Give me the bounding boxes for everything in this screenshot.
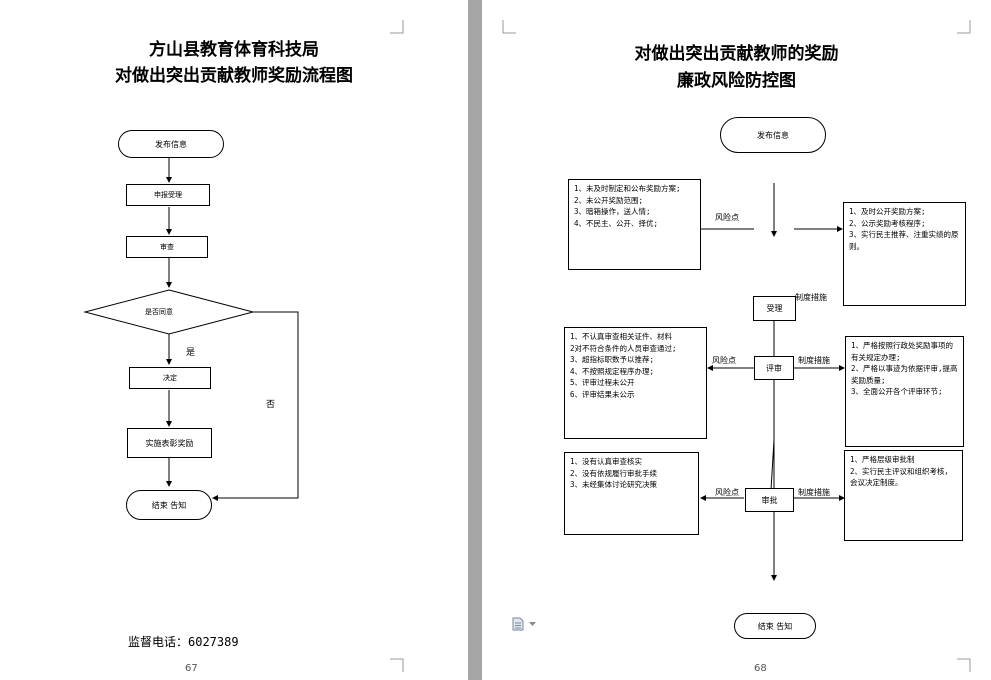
measure-box-1-line: 1、及时公开奖励方案; — [849, 207, 926, 216]
right-end-node: 结束 告知 — [734, 613, 816, 639]
left-step-decide: 决定 — [129, 367, 211, 389]
measure-box-2-line: 1、严格按照行政处奖励事项的有关规定办理; — [851, 341, 954, 362]
right-title-line2: 廉政风险防控图 — [677, 71, 796, 91]
left-title-line2: 对做出突出贡献教师奖励流程图 — [115, 66, 353, 86]
right-step-accept: 受理 — [753, 296, 796, 321]
chevron-down-icon[interactable] — [529, 622, 536, 627]
right-title-line1: 对做出突出贡献教师的奖励 — [634, 44, 839, 64]
left-document-page: 方山县教育体育科技局 对做出突出贡献教师奖励流程图 发布信息 申报受理 审查 是… — [0, 0, 468, 680]
right-document-page: 对做出突出贡献教师的奖励 廉政风险防控图 发布信息 受理 评审 审批 结束 告知… — [482, 0, 991, 680]
risk-box-3-line: 1、没有认真审查核实 — [570, 457, 643, 466]
left-page-number: 67 — [185, 663, 198, 674]
left-decision-label: 是否同意 — [145, 308, 173, 316]
measure-box-3: 1、严格层级审批制 2、实行民主评议和组织考核，会议决定制度。 — [844, 450, 963, 541]
risk-box-2-line: 3、超指标职数予以推荐; — [570, 355, 655, 364]
left-step-implement: 实施表彰奖励 — [127, 428, 212, 458]
corner-mark-icon — [502, 20, 516, 34]
risk-point-label-2: 风险点 — [712, 356, 736, 365]
risk-box-1-line: 3、暗箱操作，送人情; — [574, 207, 651, 216]
corner-mark-icon — [957, 658, 971, 672]
risk-box-3: 1、没有认真审查核实 2、没有依规履行审批手续 3、未经集体讨论研究决策 — [564, 452, 699, 535]
risk-box-2-line: 5、评审过程未公开 — [570, 378, 635, 387]
risk-box-2-line: 6、评审结果未公示 — [570, 389, 635, 399]
control-measure-label-3: 制度措施 — [798, 488, 830, 497]
risk-box-3-line: 2、没有依规履行审批手续 — [570, 468, 658, 478]
document-icon[interactable] — [512, 617, 524, 631]
right-start-node: 发布信息 — [720, 117, 826, 153]
left-title-line1: 方山县教育体育科技局 — [149, 40, 319, 60]
corner-mark-icon — [390, 20, 404, 34]
left-end-node: 结束 告知 — [126, 490, 212, 520]
risk-box-1: 1、未及时制定和公布奖励方案; 2、未公开奖励范围; 3、暗箱操作，送人情; 4… — [568, 179, 701, 270]
risk-box-2-line: 4、不按照规定程序办理; — [570, 366, 655, 376]
risk-point-label-1: 风险点 — [715, 213, 739, 222]
risk-box-3-line: 3、未经集体讨论研究决策 — [570, 480, 658, 489]
left-flow-connectors — [83, 158, 299, 501]
risk-point-label-3: 风险点 — [715, 488, 739, 497]
right-step-review: 评审 — [754, 356, 794, 380]
risk-box-1-line: 1、未及时制定和公布奖励方案; — [574, 184, 681, 193]
corner-mark-icon — [957, 20, 971, 34]
risk-box-2: 1、不认真审查相关证件、材料 2对不符合条件的人员审查通过; 3、超指标职数予以… — [564, 327, 707, 439]
risk-box-2-line: 1、不认真审查相关证件、材料 — [570, 332, 673, 341]
right-step-approve: 审批 — [745, 488, 794, 512]
left-step-review: 审查 — [126, 236, 208, 258]
left-step-apply: 申报受理 — [126, 184, 210, 206]
measure-box-2-line: 2、严格以事迹为依据评审,提高奖励质量; — [851, 364, 958, 385]
measure-box-1-line: 2、公示奖励考核程序; — [849, 218, 926, 228]
measure-box-2-line: 3、全面公开各个评审环节; — [851, 387, 943, 396]
left-no-label: 否 — [266, 400, 276, 410]
left-yes-label: 是 — [186, 348, 196, 358]
measure-box-3-line: 1、严格层级审批制 — [850, 455, 915, 464]
measure-box-3-line: 2、实行民主评议和组织考核，会议决定制度。 — [850, 466, 953, 488]
measure-box-1: 1、及时公开奖励方案; 2、公示奖励考核程序; 3、实行民主推荐、注重实绩的原则… — [843, 202, 966, 306]
risk-box-1-line: 2、未公开奖励范围; — [574, 195, 644, 205]
left-start-node: 发布信息 — [118, 130, 224, 158]
measure-box-2: 1、严格按照行政处奖励事项的有关规定办理; 2、严格以事迹为依据评审,提高奖励质… — [845, 336, 964, 447]
risk-box-1-line: 4、不民主、公开、择优; — [574, 218, 659, 228]
supervision-phone: 监督电话：6027389 — [128, 635, 239, 649]
control-measure-label-2: 制度措施 — [798, 356, 830, 365]
corner-mark-icon — [390, 658, 404, 672]
control-measure-label-1: 制度措施 — [795, 293, 827, 302]
risk-box-2-line: 2对不符合条件的人员审查通过; — [570, 343, 677, 353]
measure-box-1-line: 3、实行民主推荐、注重实绩的原则。 — [849, 230, 959, 251]
right-page-number: 68 — [754, 663, 767, 674]
